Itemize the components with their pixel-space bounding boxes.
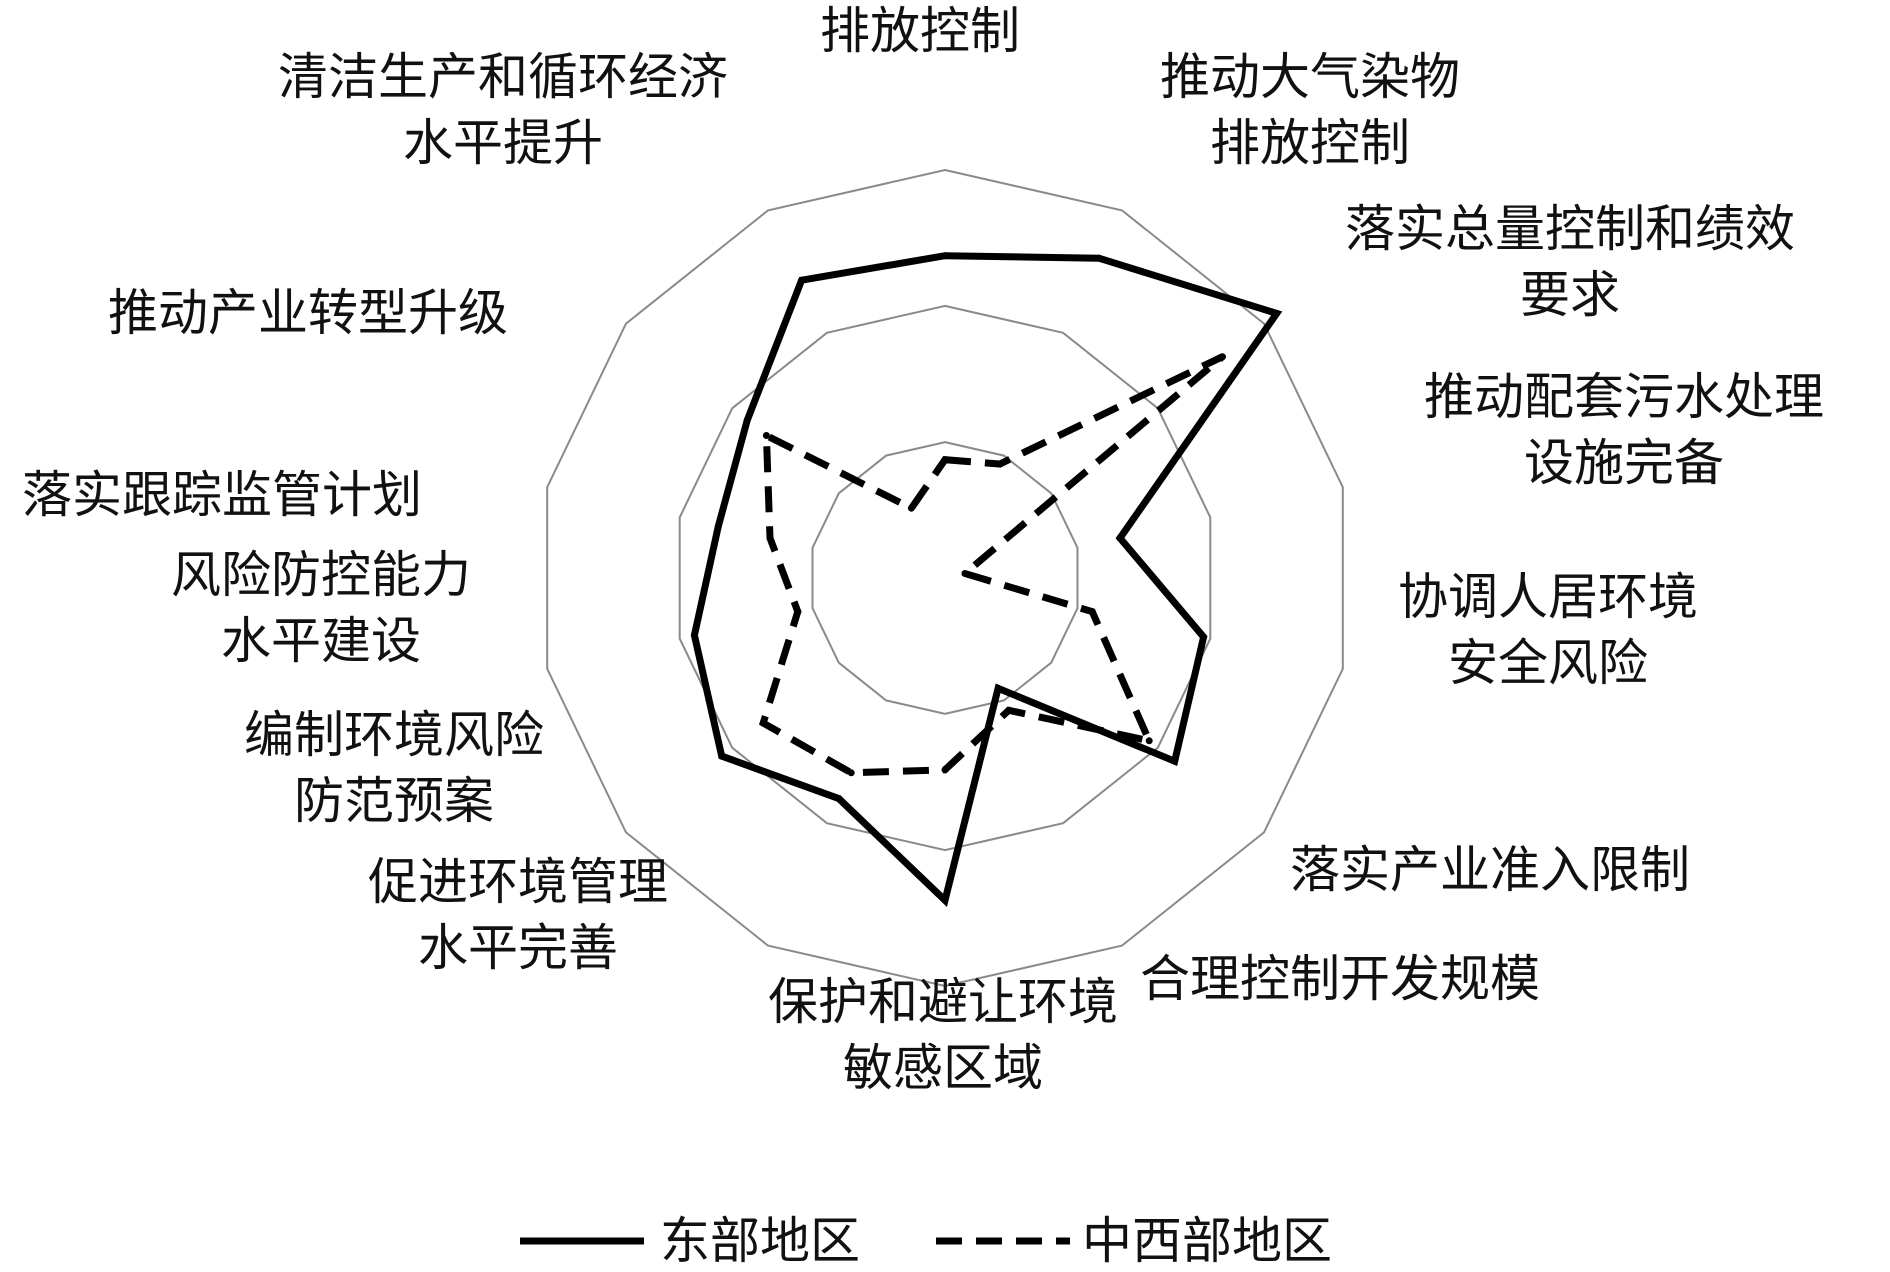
series-1-point-12: [762, 432, 770, 439]
axis-label-4-line-1: 安全风险: [1448, 634, 1648, 692]
series-1-point-8: [847, 769, 855, 777]
legend: 东部地区 中西部地区: [520, 1212, 1332, 1270]
series-1-point-3: [961, 570, 969, 577]
series-1-point-6: [1005, 706, 1013, 714]
grid-ring-2: [546, 168, 1344, 988]
series-0-point-4: [1200, 633, 1208, 641]
axis-label-12: 推动产业转型升级: [108, 284, 508, 342]
legend-label-series-0: 东部地区: [660, 1212, 860, 1270]
axis-label-2-line-1: 要求: [1520, 266, 1620, 324]
axis-label-1: 推动大气染物排放控制: [1160, 48, 1460, 172]
axis-label-10: 风险防控能力水平建设: [171, 546, 471, 670]
axis-label-12-line-0: 推动产业转型升级: [108, 284, 508, 342]
axis-label-13-line-1: 水平提升: [403, 114, 603, 172]
axis-label-7-line-0: 保护和避让环境: [768, 973, 1118, 1031]
series-0-point-6: [994, 684, 1002, 692]
axis-label-10-line-0: 风险防控能力: [171, 546, 471, 604]
series-1-point-5: [1145, 737, 1153, 745]
series-0-point-7: [941, 896, 949, 904]
axis-label-3-line-0: 推动配套污水处理: [1424, 368, 1824, 426]
axis-label-7: 保护和避让环境敏感区域: [768, 973, 1118, 1097]
legend-label-series-1: 中西部地区: [1082, 1212, 1332, 1270]
axis-label-7-line-1: 敏感区域: [843, 1039, 1043, 1097]
series-0-point-1: [1095, 254, 1103, 262]
series-0-point-11: [714, 522, 722, 530]
axis-label-11-line-0: 落实跟踪监管计划: [22, 466, 422, 524]
axis-labels: 推动水污染物排放控制推动大气染物排放控制落实总量控制和绩效要求推动配套污水处理设…: [22, 0, 1824, 1097]
series-0-point-10: [690, 631, 698, 639]
axis-label-8-line-0: 促进环境管理: [368, 853, 668, 911]
axis-label-1-line-0: 推动大气染物: [1160, 48, 1460, 106]
axis-label-9-line-1: 防范预案: [294, 772, 494, 830]
axis-label-11: 落实跟踪监管计划: [22, 466, 422, 524]
series-0-point-12: [743, 416, 751, 424]
series-0-point-9: [718, 752, 726, 760]
series-1-point-7: [941, 766, 949, 774]
axis-label-0-line-1: 排放控制: [820, 2, 1020, 60]
axis-label-4: 协调人居环境安全风险: [1398, 568, 1698, 692]
series-0-point-8: [835, 795, 843, 803]
axis-label-6: 合理控制开发规模: [1140, 950, 1540, 1008]
axis-label-2-line-0: 落实总量控制和绩效: [1345, 200, 1795, 258]
series-0-point-2: [1273, 309, 1281, 317]
axis-label-5-line-0: 落实产业准入限制: [1290, 841, 1690, 899]
radar-series: [690, 252, 1283, 907]
series-1-point-11: [766, 534, 774, 542]
axis-label-8: 促进环境管理水平完善: [368, 853, 668, 977]
series-1-point-13: [907, 504, 915, 512]
series-1-point-0: [941, 456, 949, 464]
axis-label-3: 推动配套污水处理设施完备: [1424, 368, 1824, 492]
axis-label-6-line-0: 合理控制开发规模: [1140, 950, 1540, 1008]
series-1-point-10: [794, 608, 802, 616]
axis-label-4-line-0: 协调人居环境: [1398, 568, 1698, 626]
series-1-point-1: [996, 460, 1004, 468]
series-1-point-9: [759, 719, 767, 727]
axis-label-2: 落实总量控制和绩效要求: [1345, 200, 1795, 324]
series-1-point-4: [1088, 608, 1096, 616]
axis-label-13: 清洁生产和循环经济水平提升: [278, 48, 728, 172]
axis-label-13-line-0: 清洁生产和循环经济: [278, 48, 728, 106]
radar-grid: [546, 168, 1344, 988]
series-1-point-2: [1219, 353, 1226, 361]
series-0-point-5: [1171, 757, 1179, 765]
axis-label-1-line-1: 排放控制: [1210, 114, 1410, 172]
axis-label-5: 落实产业准入限制: [1290, 841, 1690, 899]
axis-label-0: 推动水污染物排放控制: [770, 0, 1070, 60]
axis-label-3-line-1: 设施完备: [1524, 434, 1724, 492]
series-0-point-3: [1116, 534, 1124, 542]
axis-label-9-line-0: 编制环境风险: [244, 706, 544, 764]
axis-label-10-line-1: 水平建设: [221, 612, 421, 670]
grid-ring-0: [811, 441, 1079, 715]
axis-label-8-line-1: 水平完善: [418, 919, 618, 977]
axis-label-9: 编制环境风险防范预案: [244, 706, 544, 830]
series-0-point-13: [798, 276, 806, 284]
series-0-point-0: [941, 252, 949, 260]
grid-ring-1: [678, 304, 1212, 852]
